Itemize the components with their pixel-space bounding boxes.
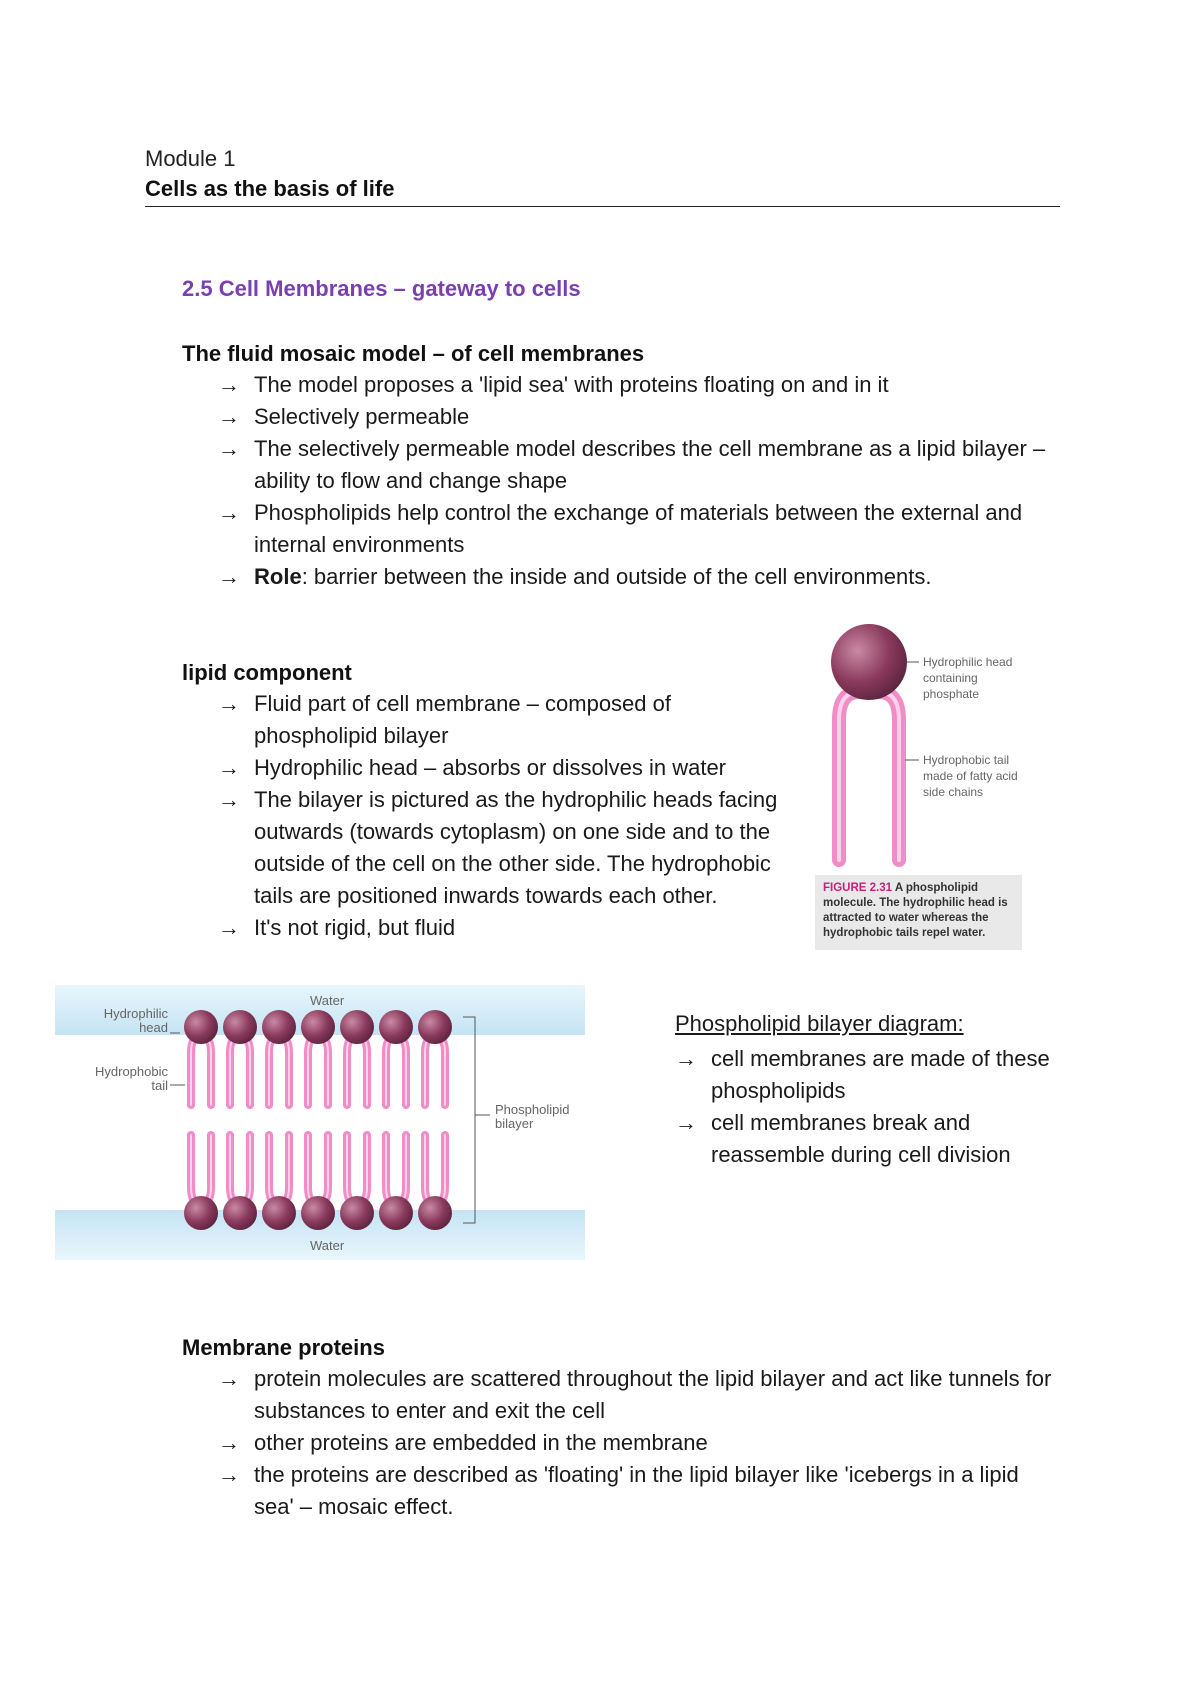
hydrophilic-head	[184, 1010, 218, 1044]
hydrophilic-head	[379, 1196, 413, 1230]
list-item: →Phospholipids help control the exchange…	[218, 497, 1063, 561]
arrow-icon: →	[675, 1046, 697, 1071]
hydrophilic-head	[418, 1010, 452, 1044]
list-item: →Selectively permeable	[218, 401, 1063, 433]
arrow-icon: →	[218, 564, 240, 589]
lipid-component-list: →Fluid part of cell membrane – composed …	[218, 688, 793, 944]
role-label: Role	[254, 564, 302, 589]
hydrophilic-head	[340, 1196, 374, 1230]
arrow-icon: →	[218, 691, 240, 716]
hydrophilic-head-circle	[831, 624, 907, 700]
hydrophilic-head	[301, 1196, 335, 1230]
arrow-icon: →	[218, 1430, 240, 1455]
hydrophilic-head	[262, 1196, 296, 1230]
list-item: →other proteins are embedded in the memb…	[218, 1427, 1063, 1459]
hydrophilic-head	[379, 1010, 413, 1044]
water-bottom-label: Water	[310, 1238, 345, 1253]
head-label: Hydrophilic head containing phosphate	[923, 655, 1013, 701]
arrow-icon: →	[218, 500, 240, 525]
hydrophilic-head	[223, 1010, 257, 1044]
list-item: →cell membranes break and reassemble dur…	[675, 1107, 1060, 1171]
arrow-icon: →	[218, 915, 240, 940]
hydrophilic-head	[262, 1010, 296, 1044]
list-item: →The model proposes a 'lipid sea' with p…	[218, 369, 1063, 401]
hydrophilic-head	[223, 1196, 257, 1230]
lipid-component-heading: lipid component	[182, 660, 352, 685]
list-item: →The bilayer is pictured as the hydrophi…	[218, 784, 793, 912]
hydrophilic-head	[418, 1196, 452, 1230]
bilayer-figure: Water Water Hydrophilic head Hydrophobic…	[55, 985, 585, 1260]
hydrophilic-head	[340, 1010, 374, 1044]
list-item: →Hydrophilic head – absorbs or dissolves…	[218, 752, 793, 784]
arrow-icon: →	[218, 1462, 240, 1487]
section-title: 2.5 Cell Membranes – gateway to cells	[182, 276, 581, 301]
figure-number: FIGURE 2.31	[823, 882, 893, 894]
arrow-icon: →	[218, 755, 240, 780]
list-item: →It's not rigid, but fluid	[218, 912, 793, 944]
hydrophilic-head-label: Hydrophilic head	[103, 1006, 168, 1035]
list-item: →Role: barrier between the inside and ou…	[218, 561, 1063, 593]
fluid-mosaic-heading: The fluid mosaic model – of cell membran…	[182, 341, 645, 366]
hydrophobic-tail-label: Hydrophobic tail	[95, 1064, 168, 1093]
list-item: →Fluid part of cell membrane – composed …	[218, 688, 793, 752]
arrow-icon: →	[218, 404, 240, 429]
arrow-icon: →	[218, 1366, 240, 1391]
membrane-proteins-list: →protein molecules are scattered through…	[218, 1363, 1063, 1523]
module-label: Module 1	[145, 146, 236, 171]
list-item: →the proteins are described as 'floating…	[218, 1459, 1063, 1523]
header-divider	[145, 206, 1060, 207]
list-item: →cell membranes are made of these phosph…	[675, 1043, 1060, 1107]
tail-label: Hydrophobic tail made of fatty acid side…	[923, 753, 1018, 799]
arrow-icon: →	[218, 436, 240, 461]
phospholipid-molecule-diagram	[831, 624, 919, 867]
list-item: →The selectively permeable model describ…	[218, 433, 1063, 497]
hydrophilic-head	[301, 1010, 335, 1044]
phospholipid-bilayer-label: Phospholipid bilayer	[495, 1102, 570, 1131]
hydrophilic-head	[184, 1196, 218, 1230]
phospholipid-figure: Hydrophilic head containing phosphate Hy…	[815, 620, 1030, 950]
water-top-label: Water	[310, 993, 345, 1008]
arrow-icon: →	[218, 787, 240, 812]
arrow-icon: →	[218, 372, 240, 397]
bilayer-notes-list: →cell membranes are made of these phosph…	[675, 1043, 1060, 1171]
course-title: Cells as the basis of life	[145, 176, 395, 201]
list-item: →protein molecules are scattered through…	[218, 1363, 1063, 1427]
bilayer-notes-title: Phospholipid bilayer diagram:	[675, 1011, 964, 1036]
figure-caption: FIGURE 2.31 A phospholipid molecule. The…	[815, 875, 1022, 950]
arrow-icon: →	[675, 1110, 697, 1135]
phospholipid-bilayer-diagram	[55, 985, 585, 1260]
figure-caption-text: A phospholipid molecule. The hydrophilic…	[823, 882, 1008, 939]
membrane-proteins-heading: Membrane proteins	[182, 1335, 385, 1360]
fluid-mosaic-list: →The model proposes a 'lipid sea' with p…	[218, 369, 1063, 593]
